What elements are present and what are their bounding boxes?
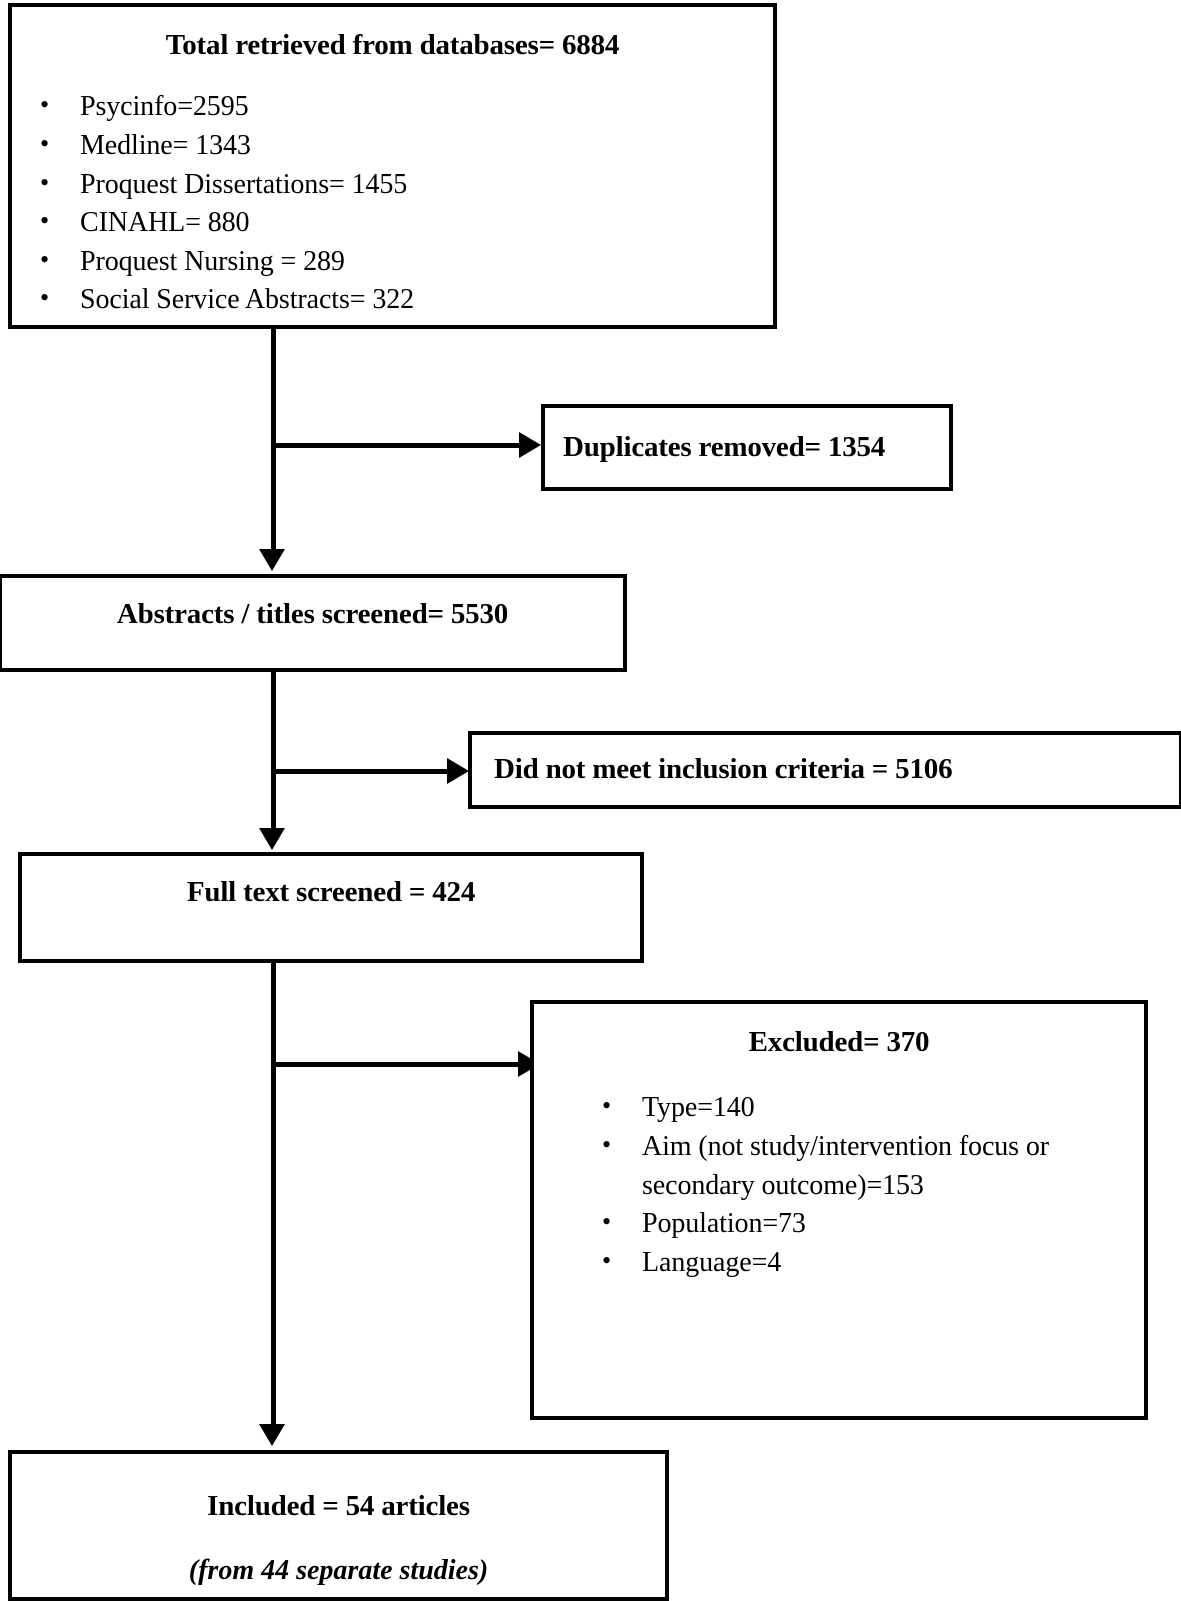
list-item: Proquest Dissertations= 1455 [26,165,759,205]
box-did-not-meet-criteria: Did not meet inclusion criteria = 5106 [468,731,1181,809]
connector-branch-duplicates [271,443,521,448]
list-item: Population=73 [588,1204,1128,1244]
box-excluded: Excluded= 370 Type=140 Aim (not study/in… [530,1000,1148,1420]
arrow-right-not-meet [447,758,469,784]
list-item: Language=4 [588,1243,1128,1283]
connector-branch-not-meet [271,769,449,774]
list-item: Social Service Abstracts= 322 [26,280,759,320]
box-full-text-screened: Full text screened = 424 [18,852,644,963]
box-abstracts-screened-title: Abstracts / titles screened= 5530 [116,598,509,630]
box-duplicates-removed-title: Duplicates removed= 1354 [563,430,886,463]
list-item: Type=140 [588,1088,1128,1128]
box-did-not-meet-criteria-title: Did not meet inclusion criteria = 5106 [494,753,953,786]
arrow-down-1 [259,549,285,571]
arrow-down-3 [259,1424,285,1446]
connector-vertical-2 [271,672,276,830]
box-abstracts-screened: Abstracts / titles screened= 5530 [0,574,627,672]
list-item: Psycinfo=2595 [26,87,759,127]
list-item: Aim (not study/intervention focus or sec… [588,1127,1128,1205]
box-full-text-screened-title: Full text screened = 424 [186,876,476,908]
connector-vertical-3 [271,963,276,1429]
list-item: Proquest Nursing = 289 [26,242,759,282]
box-included-title: Included = 54 articles [207,1490,470,1522]
connector-branch-excluded [271,1062,520,1067]
connector-vertical-1 [271,329,276,551]
box-included: Included = 54 articles (from 44 separate… [8,1450,669,1601]
box-included-subtitle: (from 44 separate studies) [188,1555,489,1587]
arrow-down-2 [259,828,285,850]
box-total-retrieved: Total retrieved from databases= 6884 Psy… [8,3,777,329]
box-total-retrieved-list: Psycinfo=2595 Medline= 1343 Proquest Dis… [26,87,759,320]
list-item: CINAHL= 880 [26,203,759,243]
list-item: Medline= 1343 [26,126,759,166]
box-excluded-title: Excluded= 370 [748,1026,930,1058]
box-excluded-list: Type=140 Aim (not study/intervention foc… [550,1088,1128,1283]
arrow-right-duplicates [519,432,541,458]
box-total-retrieved-title: Total retrieved from databases= 6884 [165,29,620,61]
box-duplicates-removed: Duplicates removed= 1354 [541,404,953,491]
